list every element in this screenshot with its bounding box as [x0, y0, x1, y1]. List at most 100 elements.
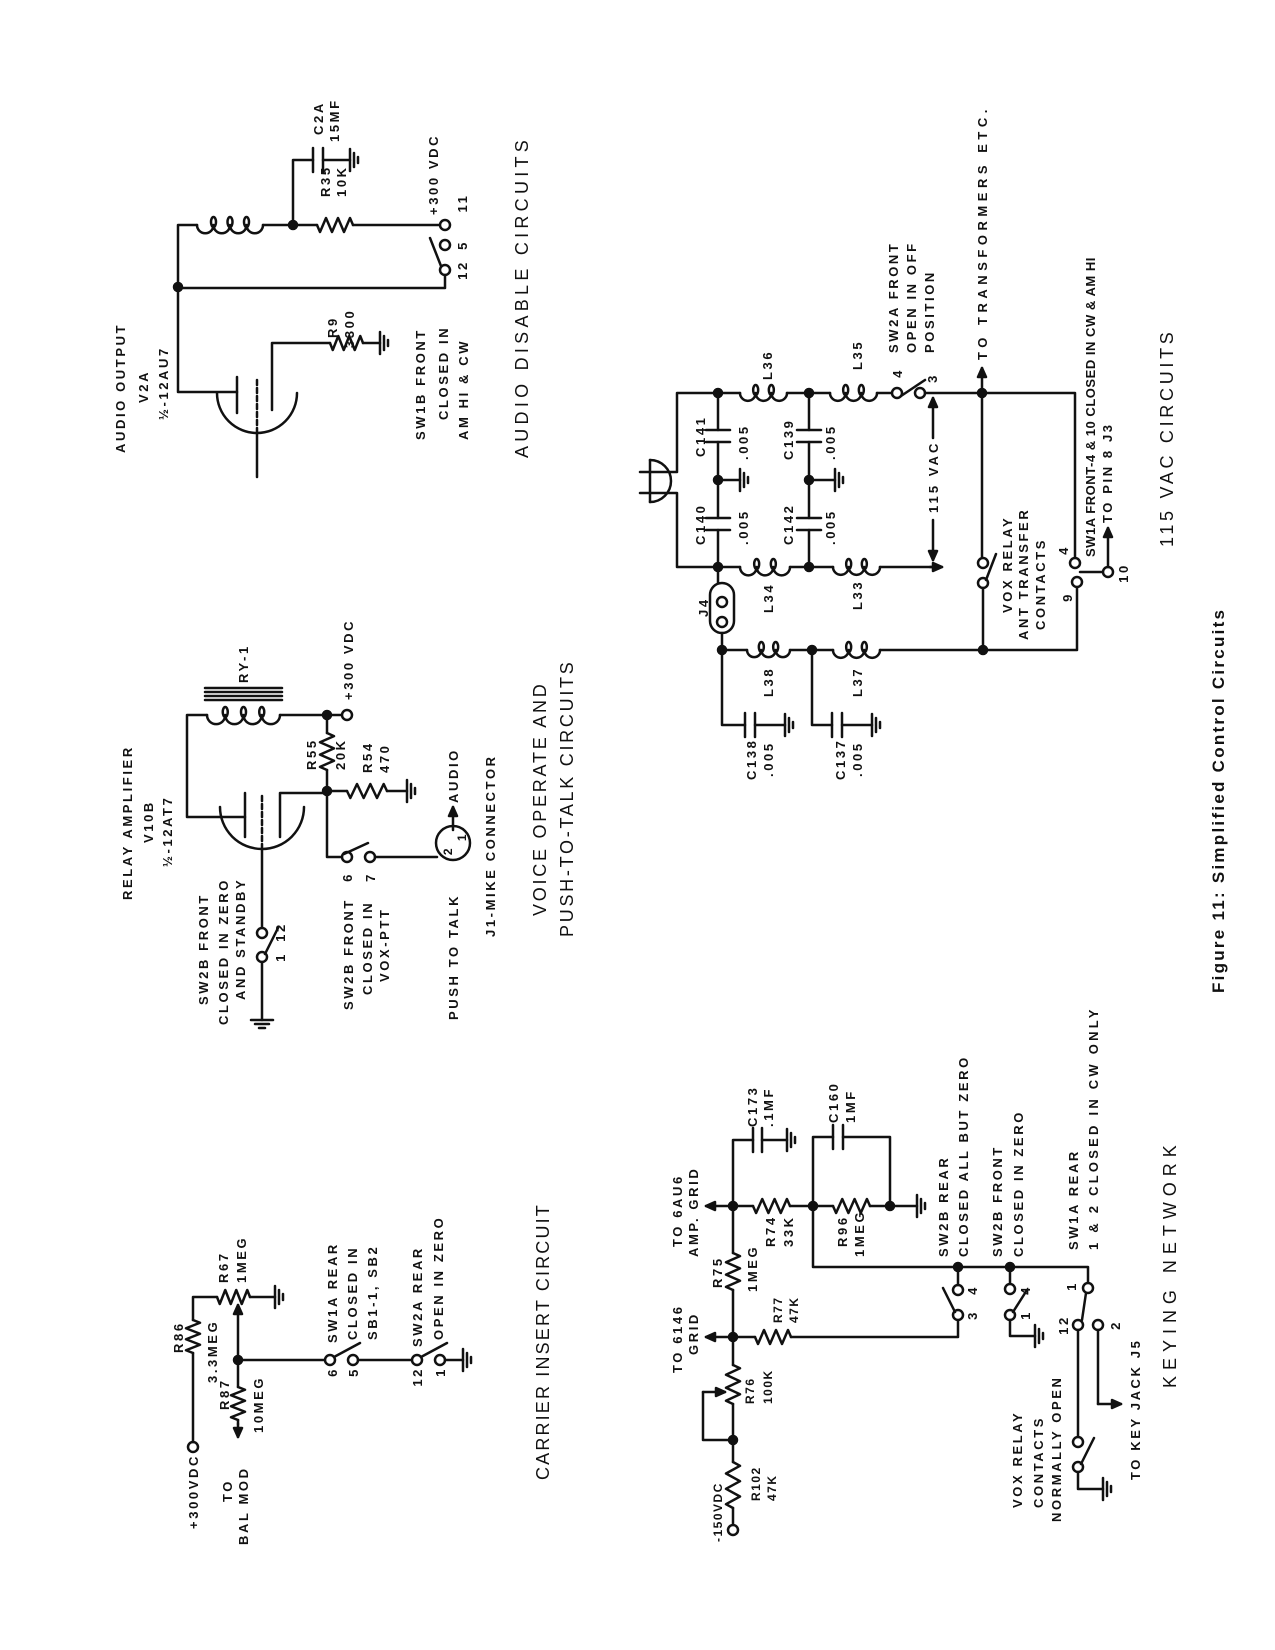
wire — [720, 648, 747, 727]
inductor-loop — [751, 383, 760, 397]
c173-value: .1MF — [761, 1087, 776, 1127]
inductor-loop — [771, 640, 780, 654]
wire — [291, 158, 315, 227]
resistor-icon — [724, 1363, 742, 1406]
audio-label: AUDIO — [446, 748, 461, 803]
switch-blade-icon — [342, 841, 370, 856]
arrow-head-icon — [704, 1331, 717, 1343]
r87-label: R87 — [217, 1378, 232, 1410]
pin-label: 10 — [1116, 563, 1131, 583]
switch-blade-icon — [1079, 1436, 1096, 1466]
circuit-wiring — [172, 146, 1123, 1537]
resistor-icon — [724, 1460, 742, 1510]
terminal-icon — [1101, 565, 1115, 579]
r102-value: 47K — [765, 1474, 779, 1501]
inductor-icon — [738, 565, 792, 577]
jack-pin-label: 1 — [455, 833, 469, 841]
terminal-icon — [438, 238, 452, 252]
resistor-icon — [751, 1197, 792, 1215]
arrow-head-icon — [704, 1200, 717, 1212]
inductor-loop — [844, 557, 853, 571]
vox-relay-label: ANT TRANSFER — [1016, 508, 1031, 640]
l34-label: L34 — [761, 583, 776, 613]
switch-state: CLOSED IN ZERO — [216, 878, 231, 1025]
r35-label: R35 — [318, 165, 333, 197]
switch-state: AM HI & CW — [456, 339, 471, 440]
figure-caption: Figure 11: Simplified Control Circuits — [1209, 610, 1228, 993]
pin-label: 11 — [455, 194, 470, 213]
connector-label: J1-MIKE CONNECTOR — [483, 754, 498, 937]
sw1a-state: SB1-1, SB2 — [365, 1245, 380, 1340]
junction-dot — [803, 561, 815, 573]
audio-disable-circuit: AUDIO OUTPUT V2A ½-12AU7 R9 3300 R35 10K… — [113, 98, 532, 458]
wire — [701, 1390, 735, 1442]
wire — [278, 791, 329, 839]
resistor-icon — [724, 1251, 742, 1292]
transformers-label: TO TRANSFORMERS ETC. — [975, 107, 990, 360]
arrow-head-icon — [447, 805, 459, 818]
inductor-loop — [860, 557, 869, 571]
r55-label: R55 — [304, 738, 319, 770]
l35-label: L35 — [850, 340, 865, 370]
l38-label: L38 — [761, 667, 776, 697]
c142-label: C142 — [781, 504, 796, 545]
terminal-icon — [951, 1283, 965, 1297]
inductor-icon — [205, 713, 282, 726]
pin-label: 6 — [340, 872, 355, 882]
c160-label: C160 — [826, 1082, 841, 1123]
wire — [191, 1295, 219, 1322]
terminal-icon — [1081, 1281, 1095, 1295]
wire — [185, 713, 247, 819]
wire — [325, 789, 344, 859]
terminal-icon — [715, 615, 729, 629]
terminal-icon — [890, 386, 904, 400]
switch-blade-icon — [419, 1341, 449, 1359]
r77-value: 47K — [787, 1296, 801, 1323]
wire — [923, 391, 1077, 560]
switch-state: VOX-PTT — [377, 907, 392, 982]
c137-value: .005 — [850, 741, 865, 777]
pin8-label: TO PIN 8 J3 — [1100, 422, 1115, 523]
pin-label: 12 — [410, 1367, 425, 1387]
pin-label: 2 — [1108, 1320, 1123, 1330]
r76-value: 100K — [761, 1369, 775, 1404]
terminal-icon — [1070, 575, 1084, 589]
terminal-icon — [433, 1353, 447, 1367]
to-label: TO — [220, 1479, 235, 1502]
l36-label: L36 — [760, 350, 775, 380]
vox-relay-label: NORMALLY OPEN — [1049, 1376, 1064, 1522]
c2a-label: C2A — [311, 101, 326, 135]
pin-label: 9 — [1060, 592, 1075, 602]
arrow-head-icon — [1102, 526, 1114, 539]
switch-state: CLOSED IN — [360, 901, 375, 995]
pin-label: 5 — [455, 240, 470, 250]
voltage-label: 115 VAC — [926, 441, 941, 513]
r54-label: R54 — [360, 741, 375, 773]
resistor-icon — [345, 782, 389, 800]
pin-label: 1 — [1064, 1281, 1079, 1291]
jack-pin-label: 2 — [441, 847, 455, 855]
arrow-head-icon — [927, 549, 939, 562]
vox-relay-label: CONTACTS — [1031, 1416, 1046, 1508]
switch-blade-icon — [984, 552, 998, 582]
sw2a-state: OPEN IN ZERO — [431, 1216, 446, 1340]
pin-label: 3 — [925, 373, 940, 383]
junction-dot — [977, 644, 989, 656]
r35-value: 10K — [334, 165, 349, 197]
c2a-value: 15MF — [327, 98, 342, 142]
wire — [176, 223, 239, 394]
resistor-icon — [215, 1288, 252, 1306]
supply-label: +300 VDC — [426, 134, 441, 215]
switch-label: SW1B FRONT — [413, 328, 428, 440]
resistor-icon — [229, 1385, 247, 1422]
c173-label: C173 — [745, 1086, 760, 1127]
sw1a-front-label: SW1A FRONT-4 & 10 CLOSED IN CW & AM HI — [1083, 255, 1098, 557]
r86-label: R86 — [171, 1321, 186, 1353]
inductor-loop — [841, 383, 850, 397]
carrier-insert-circuit: +300VDC R86 3.3MEG R67 1MEG R87 10MEG TO… — [171, 1203, 553, 1545]
sw2b-rear-label: SW2B REAR — [936, 1156, 951, 1257]
wire — [638, 391, 742, 474]
wire — [811, 1204, 1090, 1285]
switch-label: SW2B FRONT — [196, 893, 211, 1005]
r77-label: R77 — [771, 1296, 785, 1323]
